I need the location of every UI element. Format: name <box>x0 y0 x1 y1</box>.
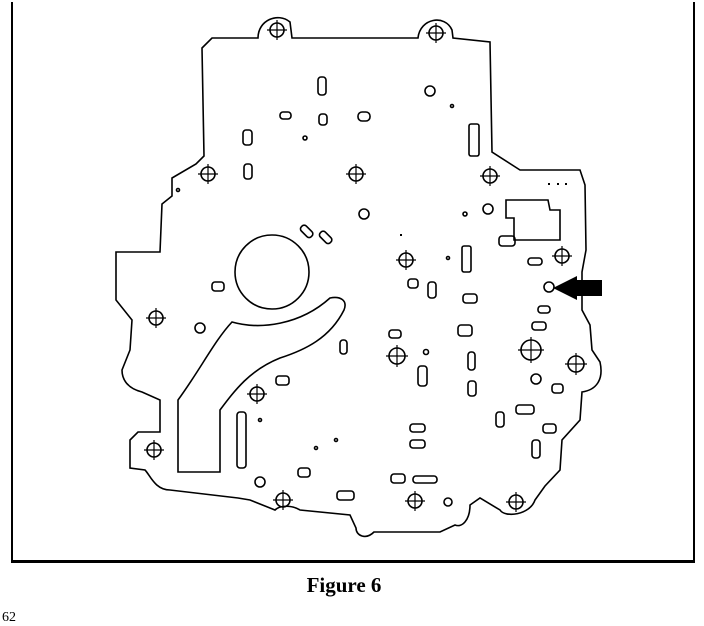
figure-caption: Figure 6 <box>306 573 382 597</box>
curved-channel <box>177 296 346 473</box>
slots <box>211 76 564 501</box>
page-number: 62 <box>2 610 16 625</box>
round-holes <box>175 85 542 507</box>
upper-right-notch <box>505 199 561 241</box>
arrow-left-icon <box>553 276 602 300</box>
large-port-circle <box>234 234 310 310</box>
indicated-hole <box>543 281 555 293</box>
plate-outline <box>115 16 602 538</box>
bolt-holes <box>144 20 587 512</box>
small-marks <box>400 183 567 236</box>
figure-frame <box>11 2 695 563</box>
valve-body-spacer-plate-diagram <box>115 16 602 538</box>
